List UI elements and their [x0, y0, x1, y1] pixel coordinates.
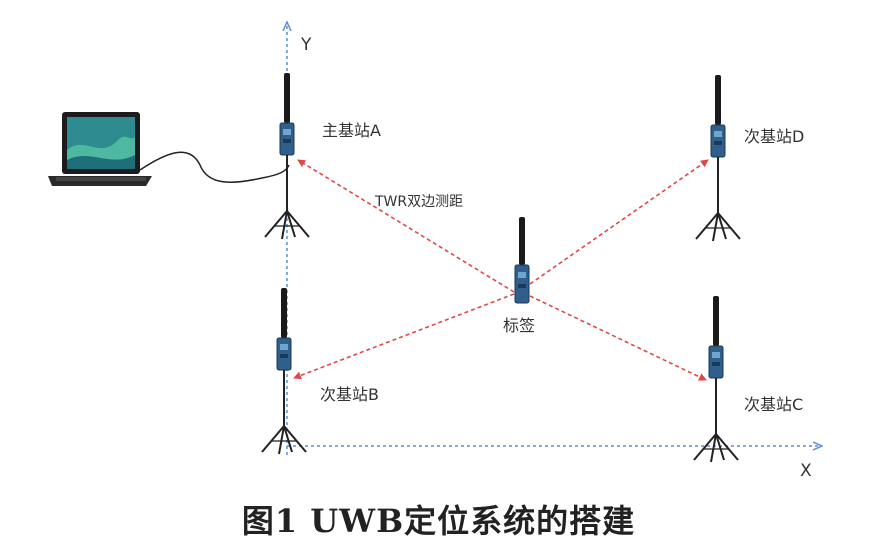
tag-icon — [514, 217, 530, 304]
x-axis-label: X — [800, 461, 812, 481]
ranging-line-a — [297, 159, 515, 293]
ranging-line-b — [293, 293, 515, 380]
ranging-label: TWR双边测距 — [374, 194, 463, 210]
tag-label: 标签 — [503, 316, 535, 335]
figure-caption: 图1 UWB定位系统的搭建 — [241, 502, 636, 540]
station-c-icon — [693, 295, 739, 463]
station-c-label: 次基站C — [744, 395, 803, 414]
station-d-icon — [695, 74, 741, 242]
laptop-cable — [139, 151, 290, 183]
station-b-label: 次基站B — [320, 385, 379, 404]
y-axis-label: Y — [300, 35, 312, 55]
station-a-icon — [264, 72, 310, 240]
ranging-line-c — [529, 295, 707, 381]
station-d-label: 次基站D — [744, 127, 804, 146]
station-b-icon — [261, 287, 307, 455]
ranging-line-d — [529, 159, 709, 285]
laptop-icon — [48, 112, 152, 186]
uwb-diagram: Y X 主基站A 次基站D 次基站B 次基站C 标签 TWR双边测距 — [48, 0, 877, 481]
station-a-label: 主基站A — [322, 121, 381, 140]
